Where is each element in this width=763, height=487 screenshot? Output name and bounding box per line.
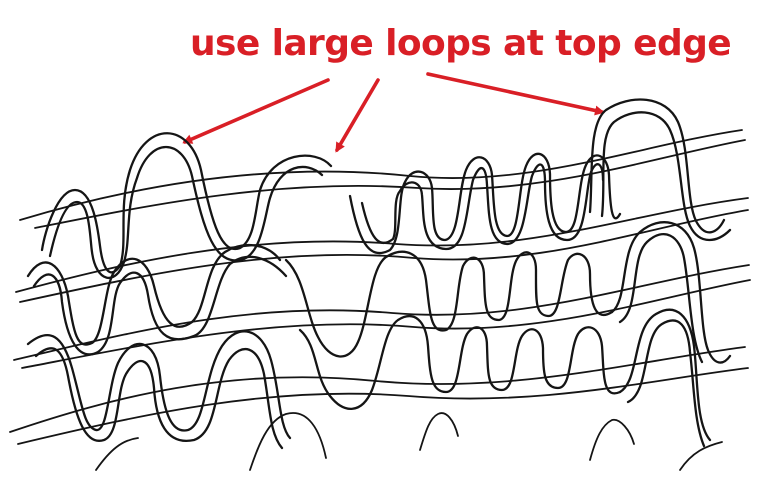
bottom-loop-row	[28, 310, 710, 448]
thread-row-4b	[18, 368, 748, 444]
tail-5	[96, 438, 138, 470]
middle-loops-right	[612, 222, 730, 362]
annotation-label: use large loops at top edge	[190, 23, 731, 64]
arrow-left	[185, 80, 328, 142]
bottom-loops-left-inner	[36, 348, 282, 448]
top-tight-loops	[350, 154, 620, 253]
annotation-arrows	[185, 74, 602, 150]
tail-4	[680, 442, 722, 470]
arrow-right	[428, 74, 602, 112]
tail-1	[250, 413, 326, 470]
arrow-middle	[337, 80, 378, 150]
bottom-loops-center	[300, 316, 620, 409]
thread-row-3b	[22, 280, 750, 368]
tail-3	[590, 420, 634, 460]
top-large-right-loop	[590, 100, 724, 233]
middle-loops-center	[286, 252, 612, 357]
tail-2	[420, 413, 458, 450]
horizontal-threads	[10, 130, 750, 444]
thread-row-1b	[35, 140, 745, 228]
thread-row-2	[16, 198, 748, 292]
